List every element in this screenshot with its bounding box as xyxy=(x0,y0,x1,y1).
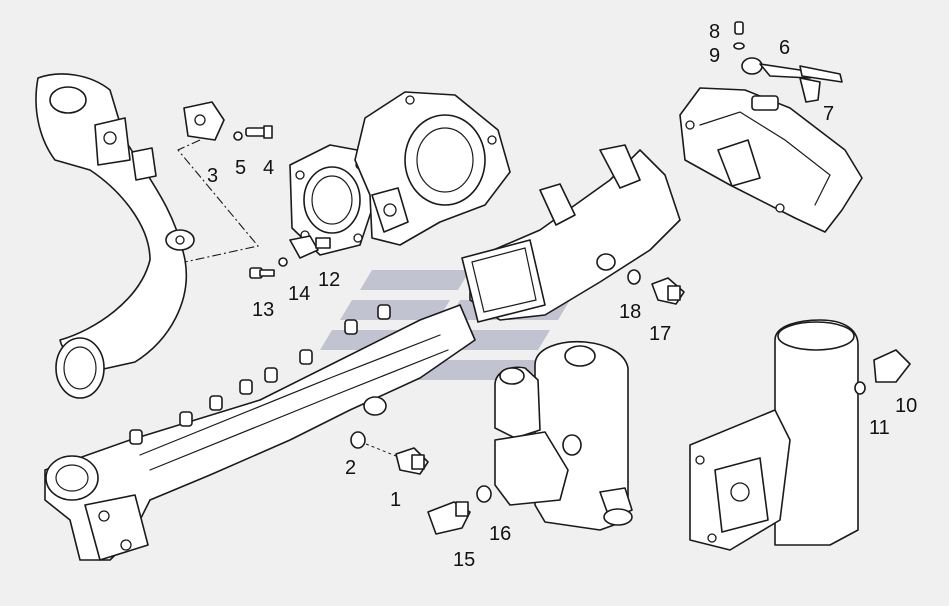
callout-18: 18 xyxy=(619,301,641,323)
callout-15: 15 xyxy=(453,549,475,571)
sensor-1 xyxy=(395,447,429,475)
washer-16 xyxy=(476,485,492,503)
flange-housing-12 xyxy=(289,144,376,256)
oil-filter-housing xyxy=(689,319,859,551)
fuel-filter-assembly xyxy=(494,340,633,531)
callout-6: 6 xyxy=(779,37,790,59)
washer-5 xyxy=(233,131,243,141)
callout-17: 17 xyxy=(649,323,671,345)
washer-14 xyxy=(278,257,288,267)
callout-8: 8 xyxy=(709,21,720,43)
callout-5: 5 xyxy=(235,157,246,179)
washer-9 xyxy=(733,42,745,50)
callout-14: 14 xyxy=(288,283,310,305)
callout-7: 7 xyxy=(823,103,834,125)
bolt-4 xyxy=(245,125,273,139)
sensor-6 xyxy=(741,57,843,103)
cover-housing-7 xyxy=(679,87,863,233)
callout-13: 13 xyxy=(252,299,274,321)
intake-manifold xyxy=(44,304,476,561)
bolt-8 xyxy=(734,21,744,35)
timing-cover-housing xyxy=(354,91,511,246)
washer-18 xyxy=(627,269,641,285)
washer-2 xyxy=(350,431,366,449)
callout-2: 2 xyxy=(345,457,356,479)
callout-11: 11 xyxy=(869,417,890,439)
sensor-10 xyxy=(873,349,911,383)
callout-9: 9 xyxy=(709,45,720,67)
installation-path-3 xyxy=(177,139,260,263)
intake-elbow-pipe xyxy=(35,73,195,399)
bolt-13 xyxy=(249,267,275,279)
sensor-15 xyxy=(427,501,471,535)
callout-12: 12 xyxy=(318,269,340,291)
callout-3: 3 xyxy=(207,165,218,187)
sensor-3 xyxy=(183,101,225,141)
callout-1: 1 xyxy=(390,489,401,511)
leader-2-1 xyxy=(365,443,397,457)
callout-4: 4 xyxy=(263,157,274,179)
sensor-12 xyxy=(289,235,331,259)
upper-manifold xyxy=(461,144,681,323)
callout-10: 10 xyxy=(895,395,917,417)
sensor-17 xyxy=(651,277,685,305)
washer-11 xyxy=(854,381,866,395)
callout-16: 16 xyxy=(489,523,511,545)
